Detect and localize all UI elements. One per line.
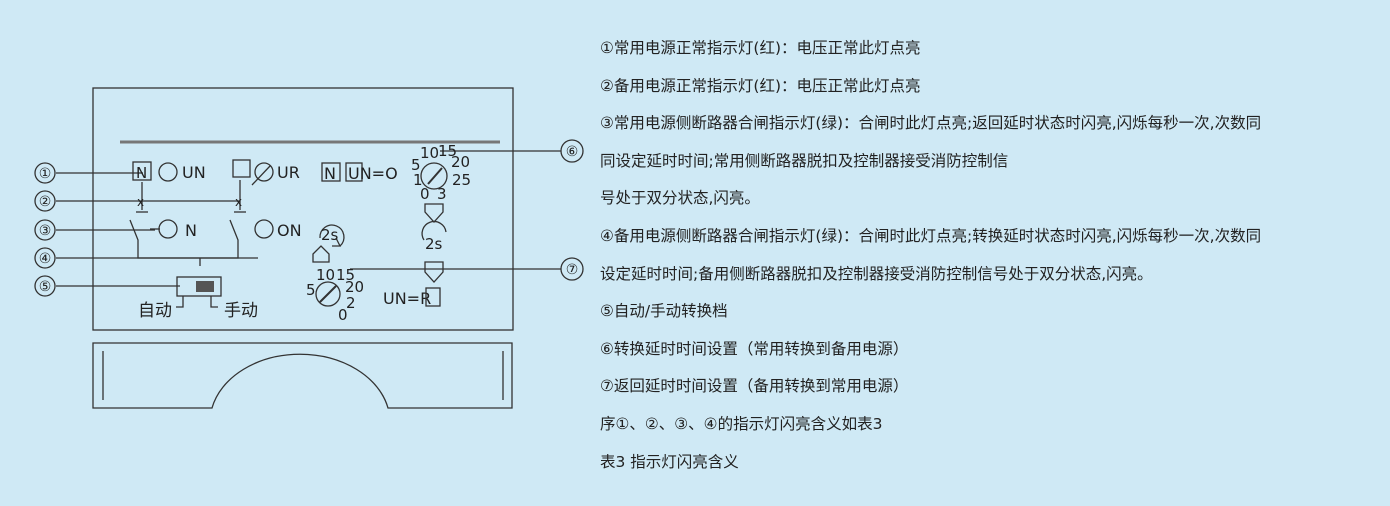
desc-item-4: ④备用电源侧断路器合闸指示灯(绿)：合闸时此灯点亮;转换延时状态时闪亮,闪烁每秒… [600, 226, 1262, 245]
svg-text:③: ③ [39, 223, 52, 239]
desc-item-3: ③常用电源侧断路器合闸指示灯(绿)：合闸时此灯点亮;返回延时状态时闪亮,闪烁每秒… [600, 114, 1262, 133]
svg-text:UN: UN [182, 163, 206, 182]
callout-6: ⑥ [440, 139, 584, 163]
un-r-label: UN=R [383, 287, 441, 308]
desc-item-1: ①常用电源正常指示灯(红)：电压正常此灯点亮 [600, 39, 921, 57]
svg-text:15: 15 [438, 142, 457, 160]
panel-body [92, 87, 514, 331]
callout-3: ③ [34, 219, 155, 241]
callout-5: ⑤ [34, 275, 180, 297]
svg-text:1: 1 [413, 171, 423, 189]
dial1-pointer [424, 203, 444, 223]
svg-text:UN=R: UN=R [383, 289, 431, 308]
standby-power-indicator: UR [232, 159, 300, 186]
two-second-icon-1: 2s [319, 224, 345, 247]
svg-text:20: 20 [451, 153, 470, 171]
desc-item-6: ⑥转换延时时间设置（常用转换到备用电源） [600, 339, 909, 358]
svg-text:UR: UR [277, 163, 300, 182]
return-delay-dial[interactable]: 10 15 5 20 2 0 [306, 266, 364, 324]
svg-text:⑥: ⑥ [566, 144, 579, 160]
normal-power-indicator: N UN [132, 161, 206, 182]
description-list: ①常用电源正常指示灯(红)：电压正常此灯点亮 ②备用电源正常指示灯(红)：电压正… [600, 30, 1380, 481]
auto-label: 自动 [138, 301, 172, 321]
desc-item-3-cont: 同设定延时时间;常用侧断路器脱扣及控制器接受消防控制信 [600, 151, 1009, 170]
link-marks: x x [136, 180, 246, 213]
normal-breaker-indicator: N [129, 219, 239, 259]
svg-text:⑤: ⑤ [39, 279, 52, 295]
un-o-label: N UN=O [321, 162, 398, 183]
dial2-side-pointer [424, 261, 444, 283]
svg-text:0: 0 [338, 306, 348, 324]
svg-text:②: ② [39, 194, 52, 210]
svg-text:3: 3 [437, 185, 447, 203]
svg-text:20: 20 [345, 278, 364, 296]
svg-text:x: x [235, 195, 242, 209]
svg-text:0: 0 [420, 185, 430, 203]
svg-text:UN=O: UN=O [348, 164, 398, 183]
standby-breaker-indicator: ON [254, 219, 302, 240]
svg-text:N: N [136, 164, 147, 182]
two-second-icon-2: 2s [421, 220, 447, 253]
svg-text:5: 5 [306, 281, 316, 299]
callout-7: ⑦ [350, 257, 584, 281]
svg-text:ON: ON [277, 221, 302, 240]
callout-1: ① [34, 162, 143, 184]
svg-text:2: 2 [346, 294, 356, 312]
svg-text:5: 5 [411, 156, 421, 174]
desc-item-5: ⑤自动/手动转换档 [600, 302, 728, 321]
panel-diagram: ① ② ③ ④ ⑤ ⑥ ⑦ N UN [34, 87, 584, 409]
svg-text:25: 25 [452, 171, 471, 189]
svg-text:2s: 2s [321, 226, 339, 244]
dial2-top-pointer [312, 245, 330, 263]
desc-item-2: ②备用电源正常指示灯(红)：电压正常此灯点亮 [600, 76, 921, 95]
manual-label: 手动 [224, 301, 258, 321]
svg-text:15: 15 [336, 266, 355, 284]
auto-manual-switch[interactable] [176, 276, 222, 308]
desc-table-title: 表3 指示灯闪亮含义 [600, 452, 739, 471]
desc-note: 序①、②、③、④的指示灯闪亮含义如表3 [600, 414, 883, 433]
callout-2: ② [34, 190, 240, 212]
svg-text:2s: 2s [425, 235, 443, 253]
svg-text:⑦: ⑦ [566, 262, 579, 278]
svg-text:10: 10 [420, 144, 439, 162]
desc-item-7: ⑦返回延时时间设置（备用转换到常用电源） [600, 377, 909, 396]
svg-text:x: x [137, 195, 144, 209]
desc-item-3-end: 号处于双分状态,闪亮。 [600, 189, 760, 208]
svg-text:④: ④ [39, 251, 52, 267]
panel-base [92, 342, 513, 409]
desc-item-4-cont: 设定延时时间;备用侧断路器脱扣及控制器接受消防控制信号处于双分状态,闪亮。 [600, 264, 1153, 283]
svg-text:N: N [185, 221, 197, 240]
svg-text:①: ① [39, 166, 52, 182]
transfer-delay-dial[interactable]: 10 15 5 20 1 25 0 3 [411, 142, 471, 203]
svg-text:10: 10 [316, 266, 335, 284]
svg-text:N: N [324, 164, 336, 183]
